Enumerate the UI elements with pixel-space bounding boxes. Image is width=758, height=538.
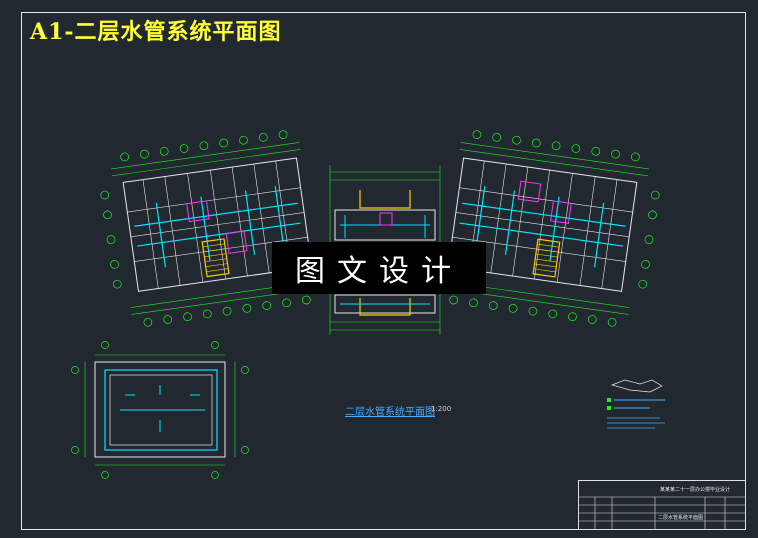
roof-tank-plan	[71, 341, 249, 479]
title-block-grid	[578, 496, 746, 530]
right-wing	[440, 130, 660, 327]
title-block	[578, 480, 746, 530]
center-block	[329, 165, 441, 335]
left-wing	[100, 130, 320, 327]
legend	[607, 379, 665, 429]
watermark: 图文设计	[272, 242, 486, 294]
title-block-project: 某某某二十一层办公楼毕业设计	[660, 487, 731, 493]
drawing-border	[21, 12, 746, 530]
drawing-title: A1-二层水管系统平面图	[30, 19, 282, 45]
plan-scale: 1:200	[431, 405, 452, 413]
plan-caption: 二层水管系统平面图	[345, 407, 435, 418]
title-block-sheet: 二层水管系统平面图	[658, 515, 704, 521]
